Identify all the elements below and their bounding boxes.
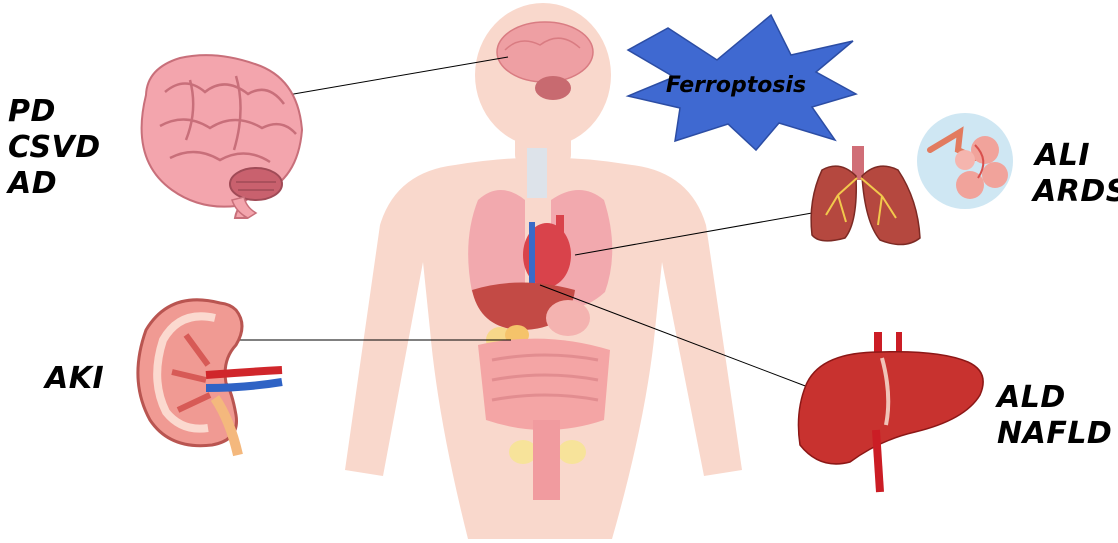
brain-label-pd: PD — [8, 94, 56, 130]
brain-illustration — [142, 55, 302, 218]
lung-label-ards: ARDS — [1033, 174, 1118, 210]
ferroptosis-label: Ferroptosis — [666, 73, 806, 98]
brain-label-ad: AD — [8, 166, 57, 202]
kidney-label-aki: AKI — [45, 361, 104, 397]
kidney-illustration — [138, 300, 282, 455]
lung-label-ali: ALI — [1035, 138, 1090, 174]
lung-illustration — [811, 146, 920, 245]
brain-connector-line — [282, 57, 508, 96]
liver-label-ald: ALD — [997, 380, 1066, 416]
brain-label-csvd: CSVD — [8, 130, 101, 166]
liver-label-nafld: NAFLD — [997, 416, 1112, 452]
alveoli-illustration — [917, 113, 1013, 209]
liver-illustration — [798, 332, 983, 492]
ferroptosis-starburst: Ferroptosis — [628, 15, 856, 150]
